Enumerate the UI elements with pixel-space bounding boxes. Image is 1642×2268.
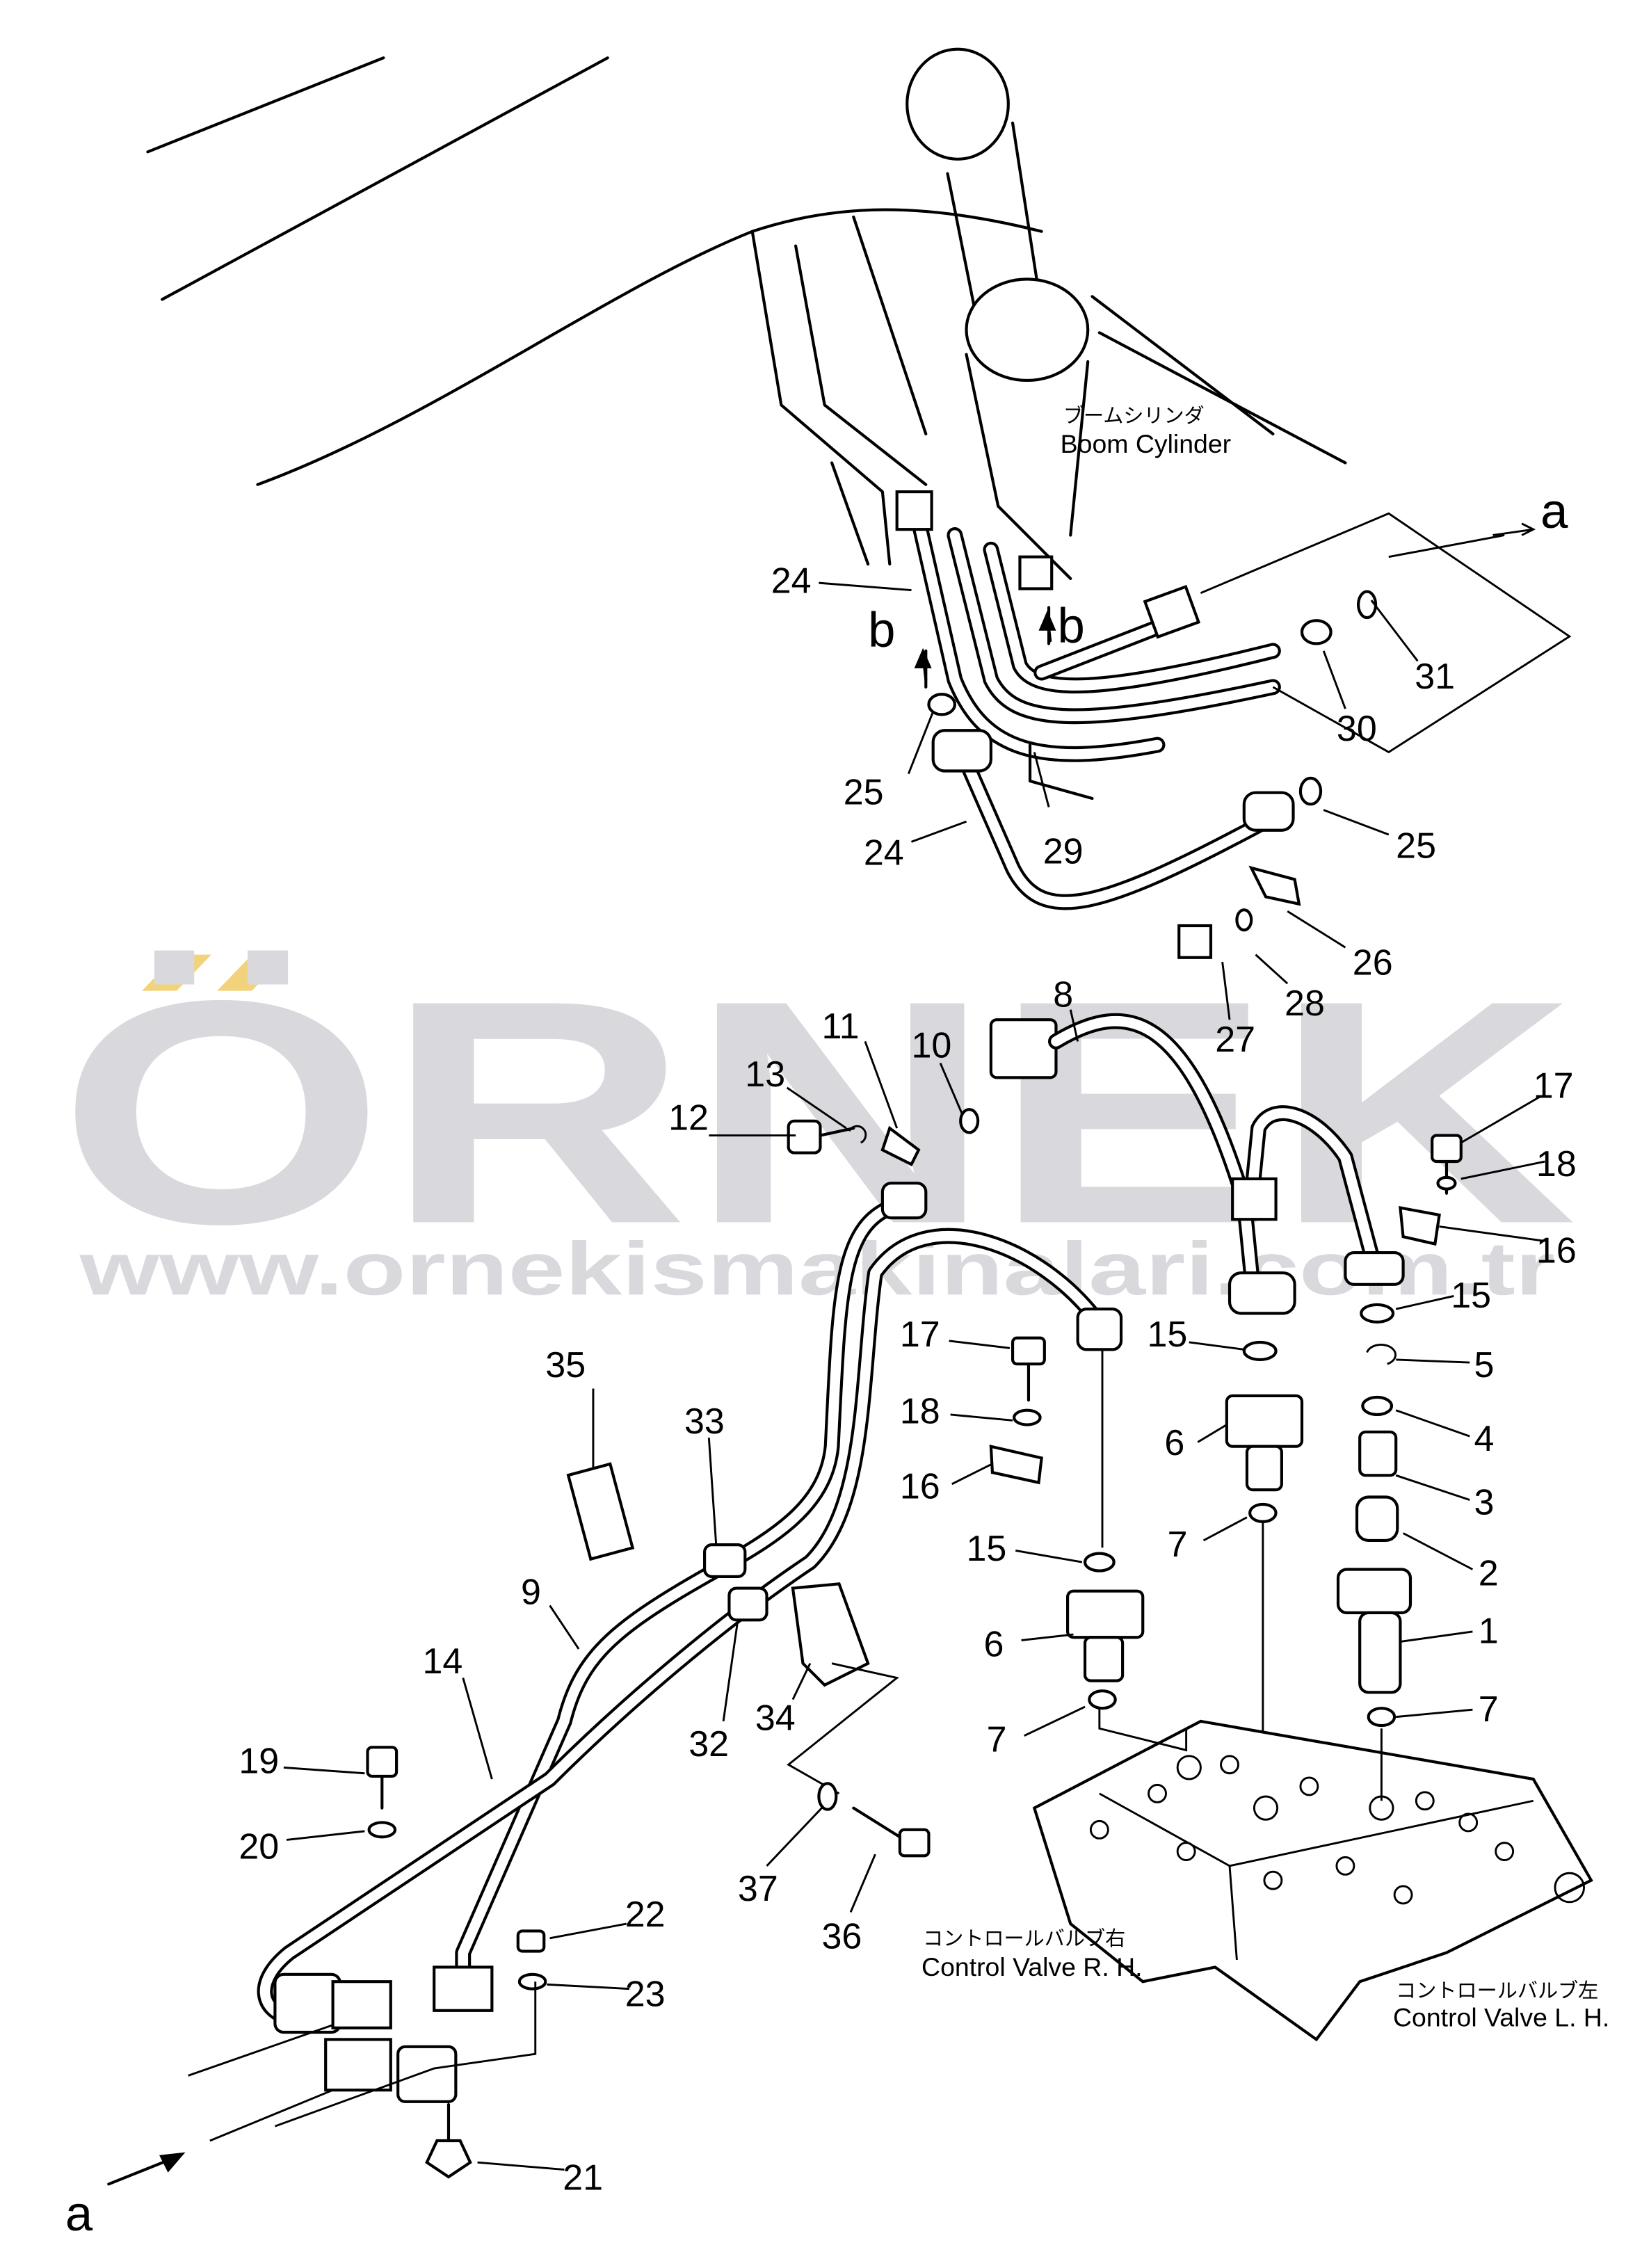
valve-rh-label: Control Valve R. H. xyxy=(921,1952,1143,1981)
callout: 23 xyxy=(625,1975,666,2015)
callout: 10 xyxy=(911,1025,951,1065)
callout: 9 xyxy=(521,1572,541,1612)
callout: 15 xyxy=(967,1529,1007,1569)
callout: 7 xyxy=(1168,1525,1188,1565)
callout: 31 xyxy=(1415,657,1455,697)
callout-letter: a xyxy=(65,2186,93,2241)
junction-block xyxy=(107,1965,537,2186)
boom-cylinder-label-jp: ブームシリンダ xyxy=(1063,403,1205,427)
callout: 25 xyxy=(844,772,884,812)
watermark: ÖRNEK www.ornekismakinalari.com.tr xyxy=(58,934,1577,1310)
callout: 37 xyxy=(738,1869,778,1909)
machine-frame xyxy=(146,47,1347,580)
callout: 19 xyxy=(239,1742,279,1782)
callout: 17 xyxy=(900,1314,940,1355)
callout: 12 xyxy=(668,1097,709,1138)
callout: 14 xyxy=(423,1641,463,1682)
callout: 15 xyxy=(1147,1314,1187,1355)
callout: 24 xyxy=(771,561,812,602)
callout-letter: b xyxy=(868,602,895,657)
callout: 1 xyxy=(1479,1611,1499,1652)
long-pipes xyxy=(257,1182,1145,2026)
callout: 6 xyxy=(1164,1423,1184,1463)
control-valves xyxy=(1032,1707,1593,2042)
callout: 25 xyxy=(1396,826,1436,866)
callout: 5 xyxy=(1474,1345,1494,1385)
watermark-accent xyxy=(217,954,287,991)
callout: 16 xyxy=(900,1467,940,1507)
callout: 21 xyxy=(563,2158,603,2198)
watermark-accent xyxy=(142,954,211,991)
callout: 32 xyxy=(689,1724,729,1764)
callout: 8 xyxy=(1053,974,1073,1015)
callout: 35 xyxy=(545,1345,586,1385)
callout: 7 xyxy=(1479,1689,1499,1730)
valve-rh-label-jp: コントロールバルブ右 xyxy=(923,1927,1125,1950)
hoses-upper xyxy=(895,490,1572,959)
callout: 18 xyxy=(900,1391,940,1431)
callout: 36 xyxy=(822,1916,862,1956)
callouts: 24 b b a 31 30 25 29 24 25 26 28 27 8 11… xyxy=(65,483,1577,2241)
callout: 24 xyxy=(864,833,904,874)
callout: 30 xyxy=(1337,709,1377,749)
callout: 3 xyxy=(1474,1482,1494,1522)
callout-letter: a xyxy=(1540,483,1568,538)
callout: 17 xyxy=(1534,1066,1574,1107)
callout: 6 xyxy=(983,1624,1004,1664)
valve-lh-label-jp: コントロールバルブ左 xyxy=(1396,1979,1598,2002)
callout: 22 xyxy=(625,1895,666,1935)
boom-cylinder-label: Boom Cylinder xyxy=(1061,429,1231,458)
callout: 11 xyxy=(822,1006,860,1047)
callout: 2 xyxy=(1479,1553,1499,1593)
callout: 15 xyxy=(1451,1276,1491,1316)
callout: 29 xyxy=(1043,832,1084,872)
callout: 26 xyxy=(1353,943,1393,983)
callout: 20 xyxy=(239,1826,279,1867)
watermark-url: www.ornekismakinalari.com.tr xyxy=(79,1226,1555,1310)
tube-assembly xyxy=(787,1013,1463,1801)
callout: 33 xyxy=(684,1401,725,1442)
callout: 16 xyxy=(1536,1231,1577,1271)
callout: 27 xyxy=(1215,1020,1255,1060)
callout: 28 xyxy=(1285,983,1325,1024)
callout: 13 xyxy=(745,1054,785,1095)
callout: 18 xyxy=(1536,1144,1577,1184)
callout: 34 xyxy=(755,1698,796,1738)
watermark-brand: ÖRNEK xyxy=(58,934,1577,1289)
callout: 4 xyxy=(1474,1419,1494,1459)
callout-letter: b xyxy=(1058,597,1085,652)
captions: ブームシリンダ Boom Cylinder コントロールバルブ右 Control… xyxy=(921,403,1609,2032)
callout: 7 xyxy=(987,1720,1007,1760)
leader-lines xyxy=(283,522,1545,2171)
valve-lh-label: Control Valve L. H. xyxy=(1393,2003,1609,2032)
